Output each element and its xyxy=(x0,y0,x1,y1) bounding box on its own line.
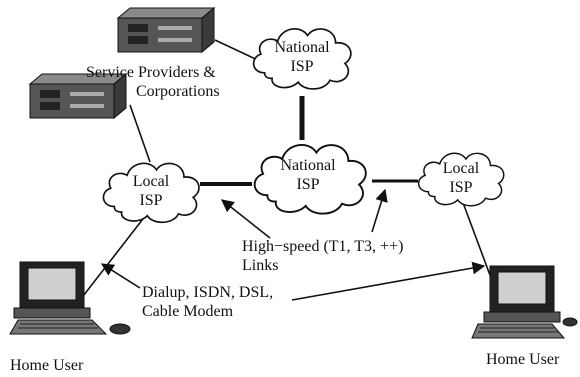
highspeed-line2: Links xyxy=(242,257,278,274)
arrow-highspeed-left xyxy=(220,199,271,239)
link-left-server-to-local-left xyxy=(129,104,151,163)
local-left-line1: Local xyxy=(133,173,170,190)
annotation-arrows xyxy=(100,188,486,301)
local-left-line2: ISP xyxy=(139,192,162,209)
connections xyxy=(79,39,501,303)
local-isp-left: Local ISP xyxy=(102,162,200,224)
service-providers-line2: Corporations xyxy=(136,83,220,100)
service-providers-line1: Service Providers & xyxy=(86,64,216,81)
national-top-line1: National xyxy=(274,39,330,56)
computer-icon xyxy=(471,265,578,339)
highspeed-line1: High−speed (T1, T3, ++) xyxy=(242,238,403,255)
national-top-line2: ISP xyxy=(290,58,313,75)
national-isp-top: National ISP xyxy=(252,27,352,90)
computer-icon xyxy=(9,261,131,335)
national-center-line2: ISP xyxy=(296,176,319,193)
arrow-dialup-left xyxy=(100,263,141,289)
local-isp-right: Local ISP xyxy=(417,152,505,207)
arrow-highspeed-right xyxy=(371,188,388,233)
home-user-right: Home User xyxy=(486,351,560,368)
dialup-line1: Dialup, ISDN, DSL, xyxy=(142,284,273,301)
link-local-left-to-home-left xyxy=(79,214,147,301)
national-isp-center: National ISP xyxy=(253,143,367,215)
arrow-dialup-right xyxy=(291,261,486,301)
national-center-line1: National xyxy=(280,157,336,174)
server-icon xyxy=(116,6,216,54)
dialup-line2: Cable Modem xyxy=(142,303,234,320)
local-right-line2: ISP xyxy=(449,179,472,196)
server-icon xyxy=(28,72,128,120)
home-user-left: Home User xyxy=(10,357,84,374)
local-right-line1: Local xyxy=(443,160,480,177)
